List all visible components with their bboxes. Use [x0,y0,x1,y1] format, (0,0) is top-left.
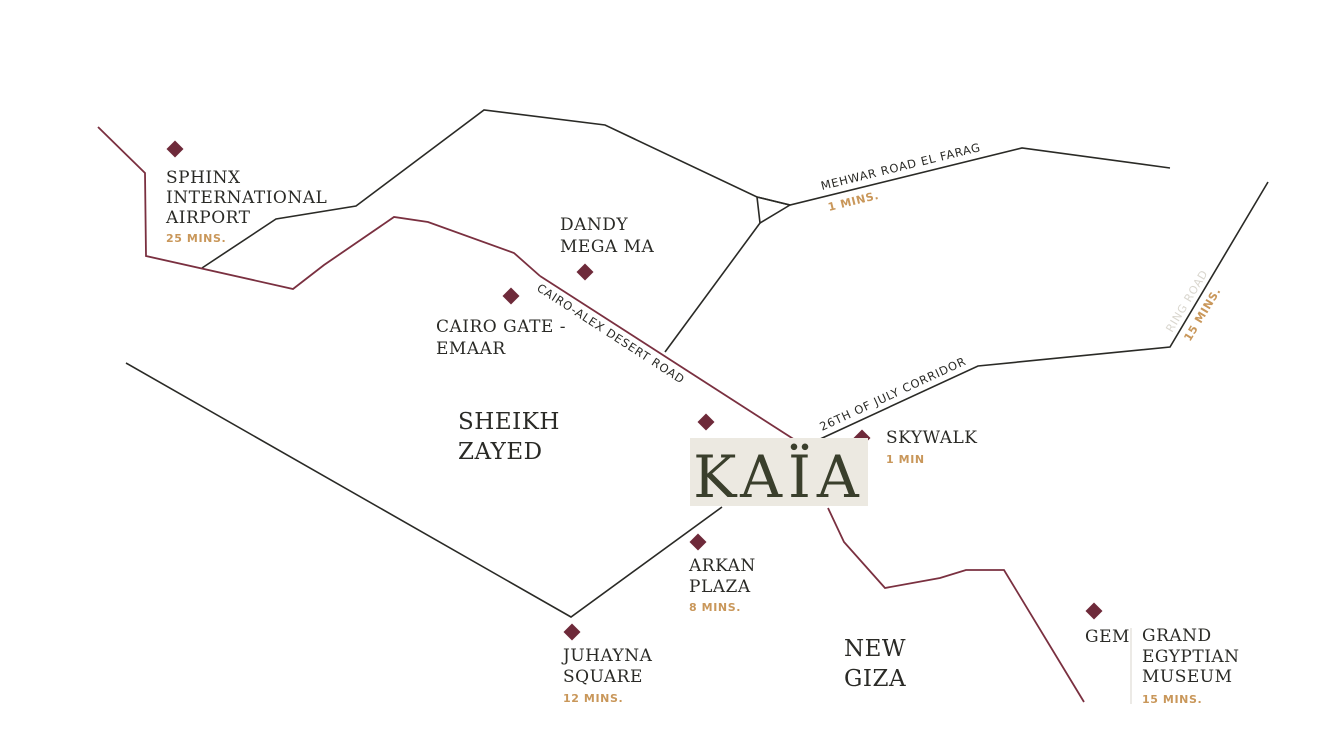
july-corridor-road [817,181,1269,441]
area-new-giza: NEW GIZA [844,636,914,692]
juhayna-pin [563,623,581,641]
kaia-pin [697,413,715,431]
arkan-time: 8 MINS. [689,601,741,614]
mehwar-road-time: 1 MINS. [827,189,881,214]
juhayna-label: JUHAYNA SQUARE [561,646,658,687]
giza-highway [827,507,1085,703]
kaia-logo: KAÏA [690,438,868,511]
gem-pin [1085,602,1103,620]
cairo-gate-label: CAIRO GATE - EMAAR [436,317,572,359]
gem-abbr: GEM [1085,627,1130,647]
sphinx-pin [166,140,184,158]
arkan-pin [689,533,707,551]
skywalk-time: 1 MIN [886,453,925,466]
dandy-label: DANDY MEGA MA [560,215,654,257]
gem-label: GRAND EGYPTIAN MUSEUM [1142,626,1245,687]
road-to-cairo-alex [664,222,761,353]
mehwar-road-label: MEHWAR ROAD EL FARAG [819,140,982,193]
cairo-gate-pin [502,287,520,305]
skywalk-label: SKYWALK [886,428,978,448]
sphinx-label: SPHINX INTERNATIONAL AIRPORT [165,168,333,228]
juhayna-time: 12 MINS. [563,692,623,705]
mehwar-road [756,147,1171,206]
july-corridor-label: 26TH OF JULY CORRIDOR [817,354,968,434]
gem-time: 15 MINS. [1142,693,1202,706]
western-road [125,362,723,618]
dandy-pin [576,263,594,281]
sphinx-highway [97,126,541,290]
cairo-alex-desert-road [539,275,796,441]
arkan-label: ARKAN PLAZA [688,556,762,597]
sphinx-time: 25 MINS. [166,232,226,245]
kaia-logo-text: KAÏA [693,443,865,511]
area-sheikh-zayed: SHEIKH ZAYED [458,409,568,465]
kaia-logo-background [690,438,868,506]
